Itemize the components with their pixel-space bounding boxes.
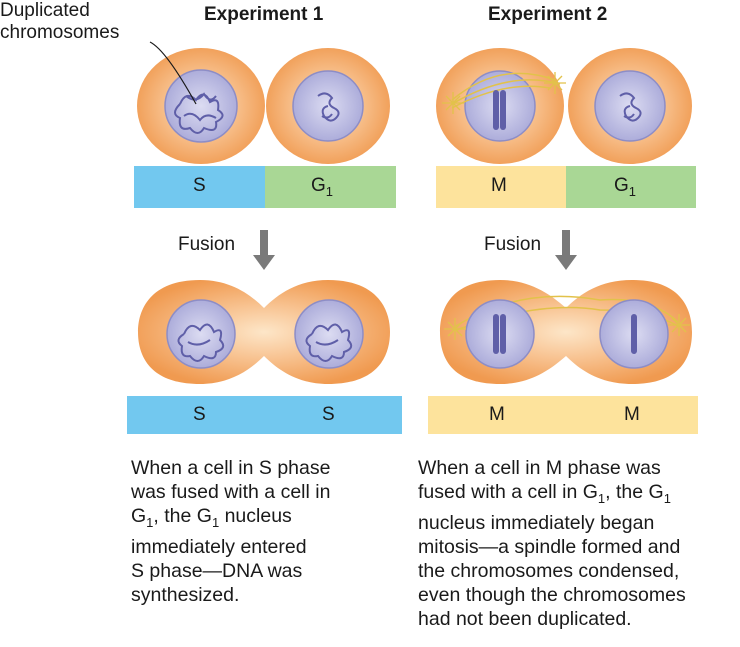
- g1-label-exp2: G1: [614, 175, 637, 199]
- result-m-right: M: [624, 404, 640, 425]
- fusion-arrow-exp2: [555, 230, 577, 270]
- m-label: M: [491, 175, 507, 196]
- s-phase-result-bar: [127, 396, 402, 434]
- experiment1-caption: When a cell in S phase was fused with a …: [131, 457, 331, 606]
- result-m-left: M: [489, 404, 505, 425]
- annotation-line2: chromosomes: [0, 22, 120, 43]
- centrosome-fused-left: [444, 318, 466, 340]
- fusion-arrow-exp1: [253, 230, 275, 270]
- m-phase-result-bar: [428, 396, 698, 434]
- duplicated-chromosomes-label: Duplicated chromosomes: [0, 0, 119, 44]
- result-s-left: S: [193, 404, 206, 425]
- s-label: S: [193, 175, 206, 196]
- experiment2-caption: When a cell in M phase was fused with a …: [418, 457, 686, 630]
- condensed-chromatid-left-a: [493, 314, 499, 354]
- tangle-right-exp1: [305, 323, 353, 362]
- centrosome-right: [544, 72, 566, 94]
- condensed-chromosome-right: [631, 314, 637, 354]
- g1-phase-bar-exp1: [265, 166, 396, 208]
- centrosome-fused-right: [668, 314, 690, 336]
- g1-phase-bar-exp2: [566, 166, 696, 208]
- condensed-chromatid-left-b: [500, 314, 506, 354]
- g1-chromosomes-exp2: [619, 92, 642, 122]
- g1-chromosomes-exp1: [317, 92, 340, 122]
- m-phase-bar: [436, 166, 566, 208]
- annotation-line1: Duplicated: [0, 0, 90, 21]
- condensed-chromatid-b: [500, 90, 506, 130]
- tangle-left-exp1: [177, 323, 225, 362]
- fused-nucleus-right-exp1: [294, 299, 364, 369]
- duplicated-chromosomes-tangle: [174, 92, 224, 134]
- condensed-chromatid-a: [493, 90, 499, 130]
- annotation-pointer: [149, 41, 197, 105]
- fused-nucleus-left-exp1: [166, 299, 236, 369]
- s-phase-bar: [134, 166, 265, 208]
- experiment1-title: Experiment 1: [204, 4, 324, 25]
- centrosome-left: [442, 92, 464, 114]
- fusion-label-exp1: Fusion: [178, 234, 236, 255]
- experiment2-title: Experiment 2: [488, 4, 608, 25]
- g1-label-exp1: G1: [311, 175, 334, 199]
- s-phase-nucleus: [164, 69, 238, 143]
- fusion-label-exp2: Fusion: [484, 234, 542, 255]
- result-s-right: S: [322, 404, 335, 425]
